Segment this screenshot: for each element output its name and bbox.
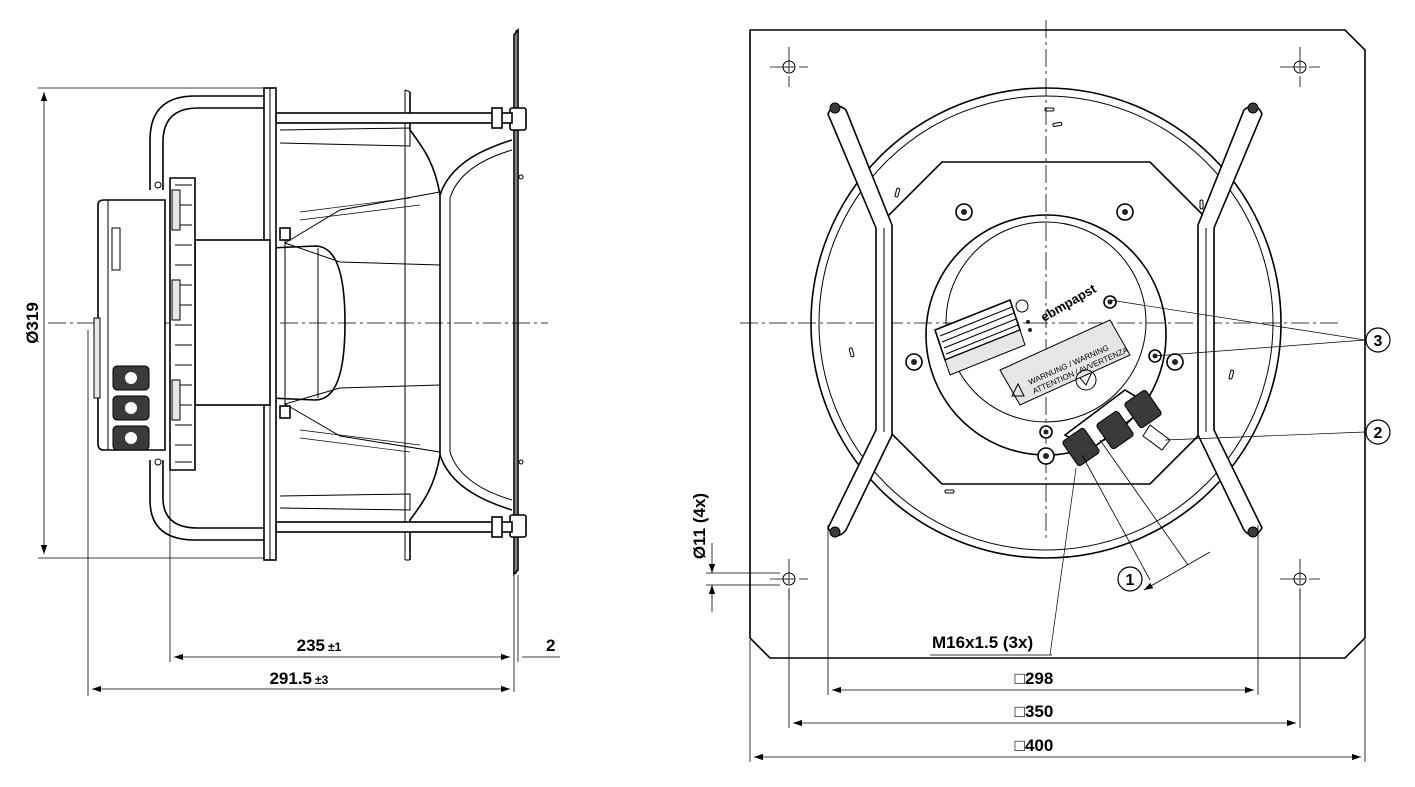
dim-2915: 291.5 ±3 (87, 330, 510, 696)
dim-dia-319-text: Ø319 (23, 302, 42, 344)
cooling-fins (171, 184, 192, 463)
inlet-plate (509, 27, 527, 576)
support-tubes-front (827, 102, 1263, 538)
support-tube (149, 95, 264, 541)
dim-400: □400 (749, 640, 1366, 762)
dim-2915-text: 291.5 (269, 669, 312, 688)
dim-298: □298 (827, 525, 1259, 695)
thread-text: M16x1.5 (3x) (932, 633, 1033, 652)
callout-3: 3 (1365, 327, 1391, 353)
motor-rotor (269, 227, 346, 419)
dim-235-text: 235 (297, 636, 325, 655)
callout-1-text: 1 (1126, 572, 1135, 589)
dim-2915-tol: ±3 (315, 673, 329, 687)
electronics-heatsink (934, 298, 1032, 376)
dim-hole-11: Ø11 (4x) (690, 493, 780, 612)
callout-1: 1 (1117, 566, 1143, 592)
front-view: WARNUNG / WARNING ATTENTION / AVVERTENZA… (690, 20, 1391, 762)
callout-3-text: 3 (1374, 333, 1383, 350)
dim-235-tol: ±1 (328, 640, 342, 654)
callout-2-text: 2 (1374, 425, 1383, 442)
dim-2-text: 2 (546, 636, 555, 655)
dim-dia-319: Ø319 (23, 87, 264, 559)
dim-hole-11-text: Ø11 (4x) (690, 493, 709, 559)
cable-glands (112, 365, 150, 451)
connector-box (1062, 389, 1171, 467)
tie-rods (275, 107, 513, 538)
dim-298-text: □298 (1015, 669, 1054, 688)
inlet-ring-inner (818, 95, 1274, 551)
impeller (279, 127, 441, 511)
inlet-nozzle (404, 89, 513, 561)
callout-leaders (930, 299, 1366, 656)
callout-2: 2 (1365, 419, 1391, 445)
inlet-ring-outer (810, 87, 1282, 559)
dim-400-text: □400 (1015, 736, 1054, 755)
vent-slots (848, 107, 1235, 494)
mounting-plate (749, 29, 1366, 659)
side-view: Ø319 235 ±1 2 291.5 ±3 (23, 27, 560, 696)
motor-inner (945, 221, 1147, 423)
brand-text: ebmpapst (1038, 281, 1099, 325)
dim-350: □350 (788, 590, 1301, 728)
dim-350-text: □350 (1015, 702, 1054, 721)
dim-2: 2 (500, 636, 560, 658)
motor-housing (93, 177, 271, 471)
dim-235: 235 ±1 (169, 470, 519, 692)
